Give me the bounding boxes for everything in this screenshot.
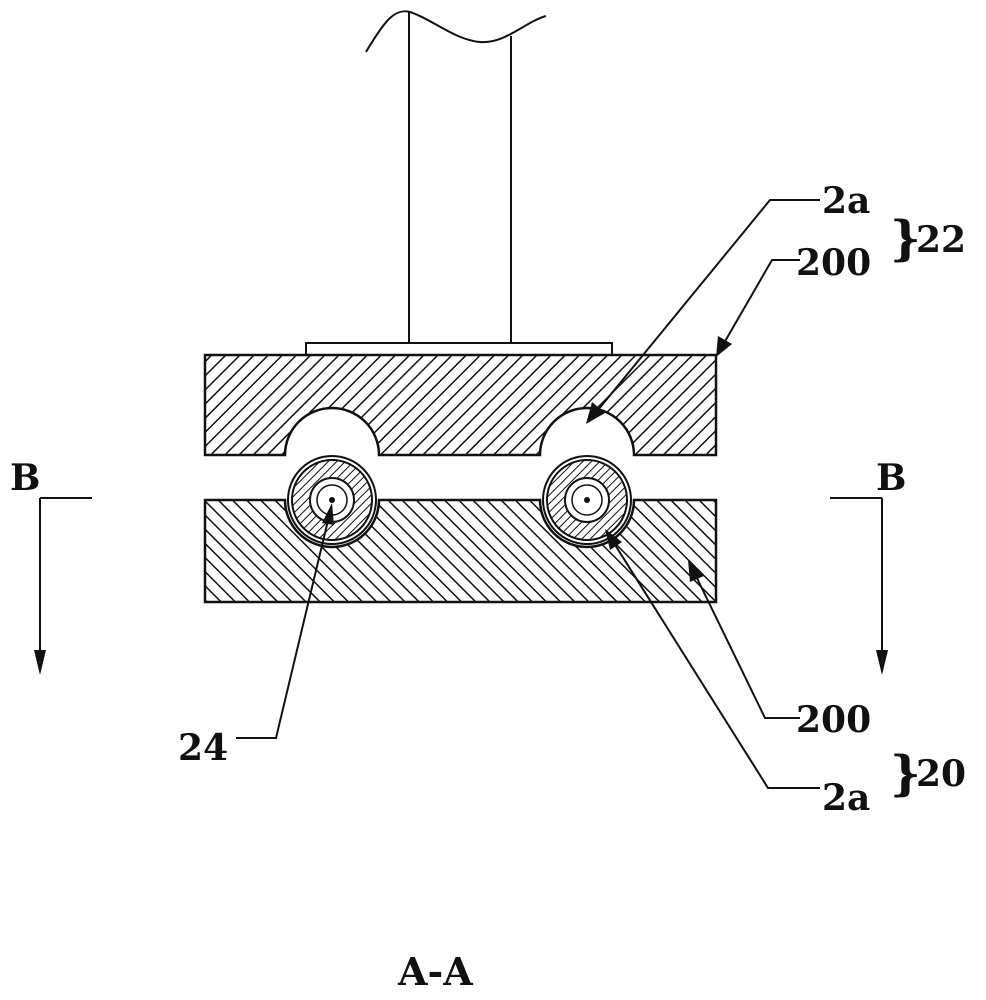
- leader-lower-200: [688, 560, 800, 719]
- leader-upper-2a: [586, 199, 820, 424]
- label-upper-hole: 2a: [822, 180, 870, 222]
- section-marker-left: [34, 497, 92, 675]
- leader-24: [236, 503, 334, 739]
- label-section-left: B: [10, 457, 40, 499]
- holder-stem: [305, 10, 613, 356]
- fiber-left: [287, 455, 377, 545]
- view-title: A-A: [397, 949, 473, 994]
- brace-upper: }: [890, 211, 921, 267]
- brace-lower: }: [890, 746, 921, 802]
- label-lower-hole: 2a: [822, 777, 870, 819]
- fiber-right: [542, 455, 632, 545]
- upper-plate: [203, 353, 718, 457]
- label-lower-group: 20: [916, 753, 966, 795]
- label-upper-group: 22: [916, 219, 966, 261]
- label-fiber: 24: [178, 727, 228, 769]
- leader-lower-2a: [605, 529, 820, 789]
- lower-plate: [203, 498, 718, 604]
- label-section-right: B: [876, 457, 906, 499]
- section-marker-right: [830, 497, 888, 675]
- leader-upper-200: [716, 259, 800, 357]
- label-upper-plate: 200: [796, 242, 871, 284]
- label-lower-plate: 200: [796, 699, 871, 741]
